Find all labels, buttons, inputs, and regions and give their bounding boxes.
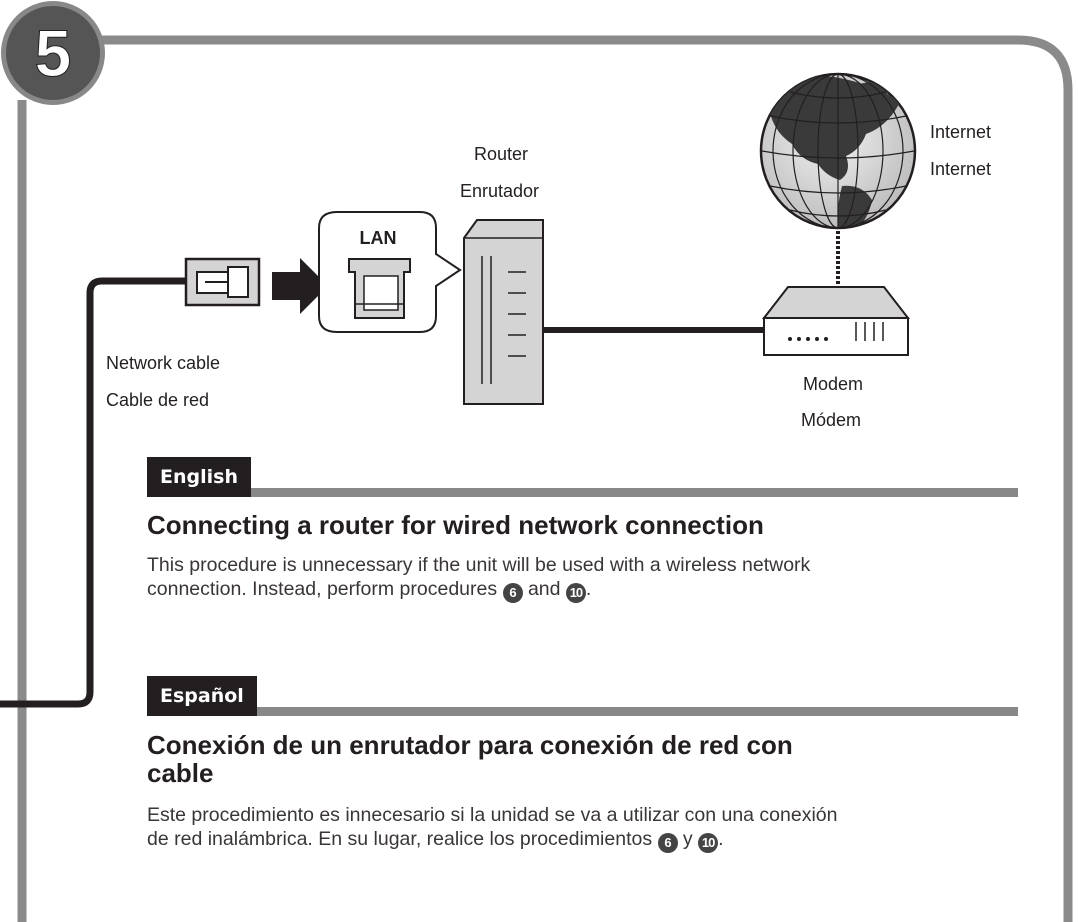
spanish-description: Este procedimiento es innecesario si la … <box>147 803 1027 853</box>
step-ref-10-icon: 10 <box>565 583 586 603</box>
network-cable <box>0 277 188 708</box>
spanish-heading: Conexión de un enrutador para conexión d… <box>147 731 793 787</box>
step-number: 5 <box>35 16 72 90</box>
modem-label-es: Módem <box>801 410 862 430</box>
arrow-right-icon <box>272 258 328 314</box>
router-label-en: Router <box>474 144 529 164</box>
spanish-heading-line2: cable <box>147 758 214 788</box>
internet-label-es: Internet <box>930 159 992 179</box>
spanish-text-line1: Este procedimiento es innecesario si la … <box>147 804 838 826</box>
spanish-tab: Español <box>147 676 257 716</box>
step-ref-6-icon: 6 <box>502 583 523 603</box>
globe-icon <box>759 72 917 230</box>
spanish-heading-line1: Conexión de un enrutador para conexión d… <box>147 730 793 760</box>
internet-label-en: Internet <box>930 122 992 142</box>
english-tab: English <box>147 457 251 497</box>
english-heading: Connecting a router for wired network co… <box>147 510 764 540</box>
english-text-line1: This procedure is unnecessary if the uni… <box>147 554 811 576</box>
step-badge <box>1 1 105 105</box>
cable-label-en: Network cable <box>106 353 221 373</box>
lan-port-label: LAN <box>360 228 397 248</box>
step-ref-10-icon: 10 <box>698 833 719 853</box>
modem-label-en: Modem <box>803 374 864 394</box>
cable-plug-icon <box>184 257 261 307</box>
cable-label-es: Cable de red <box>106 390 210 410</box>
step-ref-6-icon: 6 <box>657 833 678 853</box>
english-rule <box>147 488 1018 497</box>
router-label-es: Enrutador <box>460 181 540 201</box>
english-description: This procedure is unnecessary if the uni… <box>147 553 1027 603</box>
english-text-line2: connection. Instead, perform procedures … <box>147 577 1027 603</box>
modem-icon <box>761 286 911 356</box>
spanish-rule <box>147 707 1018 716</box>
frame-border <box>17 35 1073 922</box>
lan-port-callout <box>318 211 462 333</box>
router-icon <box>463 219 544 405</box>
spanish-text-line2: de red inalámbrica. En su lugar, realice… <box>147 827 1027 853</box>
